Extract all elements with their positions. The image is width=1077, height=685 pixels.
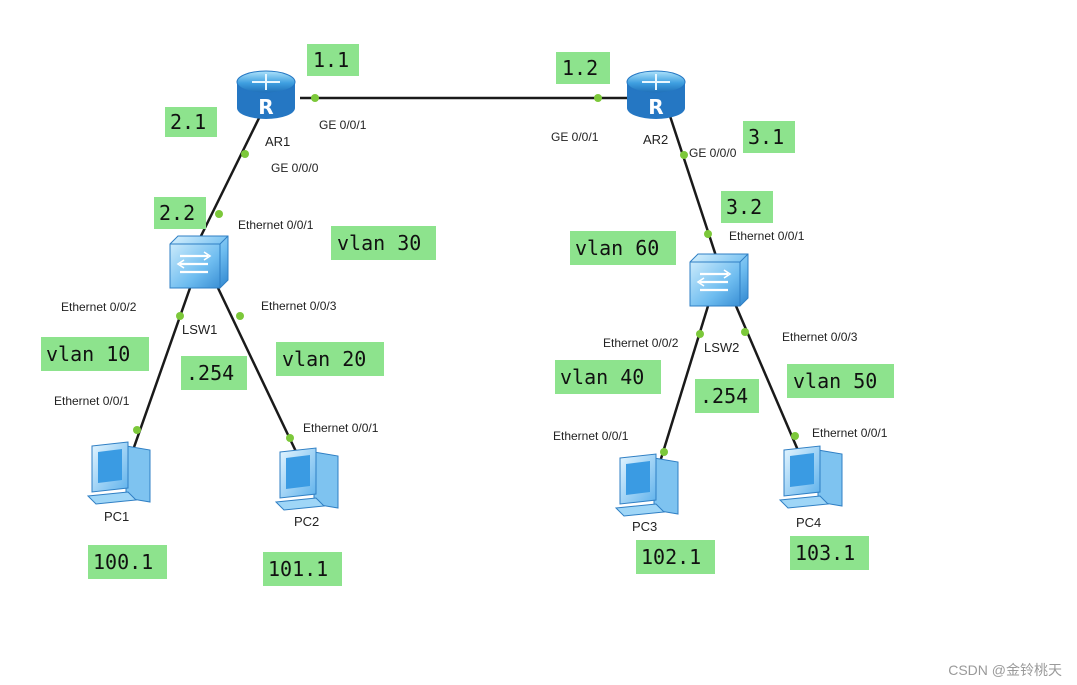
port-dot-pc2-e1[interactable] xyxy=(286,434,294,442)
pc-icon xyxy=(614,453,679,517)
annotation-tags: 1.1 1.2 2.1 2.2 3.1 3.2 vlan 30 vlan 60 … xyxy=(41,44,894,586)
port-label-lsw2-e2: Ethernet 0/0/2 xyxy=(603,336,679,350)
tag-pc2-ip: 101.1 xyxy=(263,552,342,586)
switch-lsw1[interactable] xyxy=(169,235,229,289)
tag-vlan40: vlan 40 xyxy=(555,360,661,394)
svg-text:1.2: 1.2 xyxy=(562,56,598,80)
tag-lsw1-gateway: .254 xyxy=(181,356,247,390)
svg-text:vlan 10: vlan 10 xyxy=(46,342,130,366)
tag-vlan30: vlan 30 xyxy=(331,226,436,260)
port-dot-lsw2-e3[interactable] xyxy=(741,328,749,336)
port-label-pc4-e1: Ethernet 0/0/1 xyxy=(812,426,888,440)
tag-vlan50: vlan 50 xyxy=(787,364,894,398)
svg-text:vlan 60: vlan 60 xyxy=(575,236,659,260)
tag-vlan10: vlan 10 xyxy=(41,337,149,371)
watermark: CSDN @金铃桃天 xyxy=(948,662,1062,678)
svg-text:2.2: 2.2 xyxy=(159,201,195,225)
device-labels: AR1 AR2 LSW1 LSW2 PC1 PC2 PC3 PC4 xyxy=(104,132,821,534)
port-label-ar2-g001: GE 0/0/1 xyxy=(551,130,599,144)
port-labels: GE 0/0/1 GE 0/0/0 GE 0/0/1 GE 0/0/0 Ethe… xyxy=(54,118,888,443)
port-label-ar2-g000: GE 0/0/0 xyxy=(689,146,737,160)
pc-pc1[interactable] xyxy=(86,441,151,505)
port-label-pc3-e1: Ethernet 0/0/1 xyxy=(553,429,629,443)
link-lsw1-pc2[interactable] xyxy=(216,287,302,461)
router-ar1[interactable]: R xyxy=(236,70,296,119)
pc-icon xyxy=(274,447,339,511)
port-dots xyxy=(133,94,799,456)
tag-vlan60: vlan 60 xyxy=(570,231,676,265)
svg-text:R: R xyxy=(258,95,273,119)
port-label-lsw1-e2: Ethernet 0/0/2 xyxy=(61,300,137,314)
device-label-pc4: PC4 xyxy=(796,515,821,530)
port-dot-pc1-e1[interactable] xyxy=(133,426,141,434)
pc-icon xyxy=(86,441,151,505)
port-label-lsw2-e1: Ethernet 0/0/1 xyxy=(729,229,805,243)
device-label-ar2: AR2 xyxy=(643,132,668,147)
port-dot-pc4-e1[interactable] xyxy=(791,432,799,440)
tag-ar1-link-ip: 1.1 xyxy=(307,44,359,76)
svg-text:100.1: 100.1 xyxy=(93,550,153,574)
device-label-pc3: PC3 xyxy=(632,519,657,534)
svg-text:101.1: 101.1 xyxy=(268,557,328,581)
svg-text:vlan 30: vlan 30 xyxy=(337,231,421,255)
port-dot-ar1-g000[interactable] xyxy=(241,150,249,158)
svg-text:3.2: 3.2 xyxy=(726,195,762,219)
router-icon: R xyxy=(236,70,296,119)
port-label-lsw2-e3: Ethernet 0/0/3 xyxy=(782,330,858,344)
device-label-lsw1: LSW1 xyxy=(182,322,217,337)
svg-text:vlan 50: vlan 50 xyxy=(793,369,877,393)
svg-text:.254: .254 xyxy=(186,361,234,385)
pc-pc4[interactable] xyxy=(778,445,843,509)
svg-text:vlan 40: vlan 40 xyxy=(560,365,644,389)
tag-pc3-ip: 102.1 xyxy=(636,540,715,574)
port-label-lsw1-e3: Ethernet 0/0/3 xyxy=(261,299,337,313)
tag-lsw1-up-ip: 2.2 xyxy=(154,197,206,229)
device-label-lsw2: LSW2 xyxy=(704,340,739,355)
port-dot-lsw2-e2[interactable] xyxy=(696,330,704,338)
svg-text:vlan 20: vlan 20 xyxy=(282,347,366,371)
device-label-pc1: PC1 xyxy=(104,509,129,524)
port-dot-ar2-g001[interactable] xyxy=(594,94,602,102)
device-label-pc2: PC2 xyxy=(294,514,319,529)
tag-ar2-lan-ip: 3.1 xyxy=(743,121,795,153)
port-label-ar1-g000: GE 0/0/0 xyxy=(271,161,319,175)
svg-text:3.1: 3.1 xyxy=(748,125,784,149)
port-dot-lsw2-e1[interactable] xyxy=(704,230,712,238)
svg-text:1.1: 1.1 xyxy=(313,48,349,72)
svg-text:103.1: 103.1 xyxy=(795,541,855,565)
port-dot-lsw1-e2[interactable] xyxy=(176,312,184,320)
tag-ar1-lan-ip: 2.1 xyxy=(165,107,217,137)
tag-pc4-ip: 103.1 xyxy=(790,536,869,570)
port-label-ar1-g001: GE 0/0/1 xyxy=(319,118,367,132)
switch-icon xyxy=(689,253,749,307)
port-dot-pc3-e1[interactable] xyxy=(660,448,668,456)
port-dot-ar1-g001[interactable] xyxy=(311,94,319,102)
switch-icon xyxy=(169,235,229,289)
pc-pc3[interactable] xyxy=(614,453,679,517)
link-ar1-lsw1[interactable] xyxy=(198,111,264,239)
switch-lsw2[interactable] xyxy=(689,253,749,307)
port-dot-ar2-g000[interactable] xyxy=(680,151,688,159)
svg-text:2.1: 2.1 xyxy=(170,110,206,134)
svg-text:.254: .254 xyxy=(700,384,748,408)
device-label-ar1: AR1 xyxy=(265,134,290,149)
port-label-pc1-e1: Ethernet 0/0/1 xyxy=(54,394,130,408)
port-label-lsw1-e1: Ethernet 0/0/1 xyxy=(238,218,314,232)
port-label-pc2-e1: Ethernet 0/0/1 xyxy=(303,421,379,435)
tag-lsw2-gateway: .254 xyxy=(695,379,759,413)
router-icon: R xyxy=(626,70,686,119)
tag-lsw2-up-ip: 3.2 xyxy=(721,191,773,223)
tag-pc1-ip: 100.1 xyxy=(88,545,167,579)
router-ar2[interactable]: R xyxy=(626,70,686,119)
svg-text:R: R xyxy=(648,95,663,119)
port-dot-lsw1-e3[interactable] xyxy=(236,312,244,320)
tag-vlan20: vlan 20 xyxy=(276,342,384,376)
port-dot-lsw1-e1[interactable] xyxy=(215,210,223,218)
pc-icon xyxy=(778,445,843,509)
tag-ar2-link-ip: 1.2 xyxy=(556,52,610,84)
pc-pc2[interactable] xyxy=(274,447,339,511)
svg-text:102.1: 102.1 xyxy=(641,545,701,569)
